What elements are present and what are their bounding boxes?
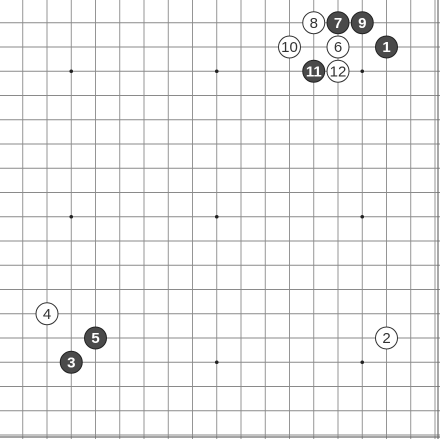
stone[interactable] [326, 11, 350, 35]
stone[interactable] [375, 326, 398, 350]
black-stone-move-7[interactable]: 7 [326, 11, 350, 35]
star-point [360, 360, 365, 365]
star-point [214, 69, 219, 74]
stone[interactable] [35, 302, 59, 326]
stone[interactable] [326, 35, 350, 59]
stone[interactable] [59, 350, 83, 374]
stone[interactable] [326, 59, 350, 83]
white-stone-move-10[interactable]: 10 [278, 35, 301, 59]
white-stone-move-2[interactable]: 2 [375, 326, 398, 350]
stone[interactable] [350, 11, 374, 35]
stone[interactable] [302, 59, 326, 83]
stone[interactable] [84, 326, 107, 350]
black-stone-move-9[interactable]: 9 [350, 11, 374, 35]
black-stone-move-3[interactable]: 3 [59, 350, 83, 374]
star-point [69, 69, 74, 74]
black-stone-move-5[interactable]: 5 [84, 326, 107, 350]
star-point [360, 214, 365, 219]
white-stone-move-4[interactable]: 4 [35, 302, 59, 326]
black-stone-move-11[interactable]: 11 [302, 59, 326, 83]
star-point [360, 69, 365, 74]
stone[interactable] [302, 11, 326, 35]
white-stone-move-6[interactable]: 6 [326, 35, 350, 59]
star-point [69, 214, 74, 219]
black-stone-move-1[interactable]: 1 [375, 35, 398, 59]
star-point [214, 360, 219, 365]
white-stone-move-8[interactable]: 8 [302, 11, 326, 35]
star-point [214, 214, 219, 219]
stone[interactable] [278, 35, 301, 59]
white-stone-move-12[interactable]: 12 [326, 59, 350, 83]
stone[interactable] [375, 35, 398, 59]
